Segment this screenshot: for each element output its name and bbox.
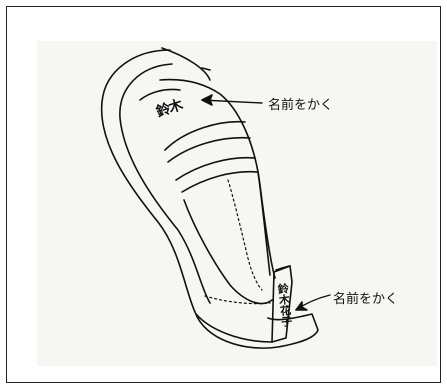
toe-notch-line (201, 67, 211, 71)
arrow-bottom-head (295, 301, 308, 311)
heel-stitch-line (204, 295, 271, 305)
heel-tab-top (275, 265, 291, 271)
annotation-toe-label: 名前をかく (268, 98, 334, 113)
heel-bottom-line (195, 313, 273, 343)
instep-band-line-1 (164, 120, 246, 151)
toe-cap-line (139, 88, 181, 101)
arrow-top-head (201, 94, 213, 106)
instep-band-line-2 (167, 136, 251, 163)
collar-line (183, 199, 273, 305)
toe-rim-line (161, 47, 211, 81)
upper-outer-line (159, 78, 276, 279)
arrow-top-shaft (201, 99, 263, 104)
inner-rim-line (119, 63, 211, 304)
collar-inner-line (257, 171, 271, 276)
instep-band-line-4 (181, 170, 259, 193)
outer-sole-line (100, 49, 319, 349)
instep-band-line-3 (175, 156, 256, 181)
annotation-heel-label: 名前をかく (333, 292, 399, 307)
inner-stitch-line (227, 179, 263, 291)
